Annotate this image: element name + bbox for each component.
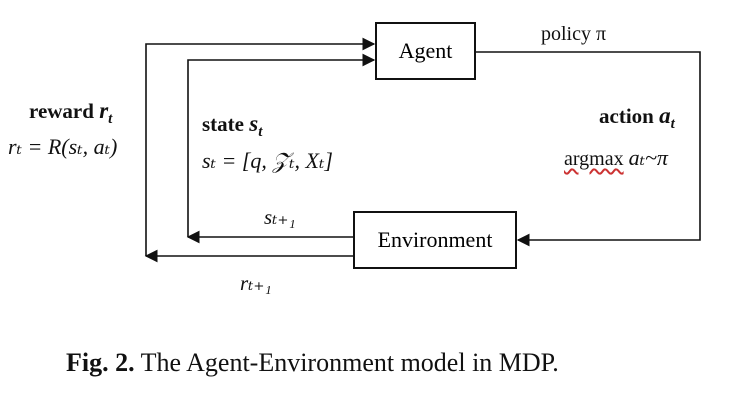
- state-equation: sₜ = [q, 𝒵ₜ, Xₜ]: [202, 148, 333, 173]
- state-heading: state st: [202, 111, 262, 141]
- caption-text: The Agent-Environment model in MDP.: [140, 348, 559, 377]
- state-arrow-loop: [187, 53, 376, 237]
- state-subscript: t: [258, 124, 263, 141]
- figure-caption: Fig. 2. The Agent-Environment model in M…: [66, 348, 559, 378]
- state-title: state: [202, 112, 244, 136]
- reward-heading: reward rt: [29, 98, 112, 128]
- action-symbol: a: [659, 103, 671, 128]
- reward-arrow-loop: [145, 37, 376, 256]
- reward-subscript: t: [108, 111, 113, 128]
- environment-box: Environment: [353, 211, 517, 269]
- action-eq-word: argmax: [564, 148, 624, 170]
- agent-label: Agent: [398, 38, 453, 63]
- state-symbol: s: [249, 111, 259, 136]
- action-equation: argmax aₜ~π: [564, 145, 668, 171]
- action-subscript: t: [670, 116, 675, 133]
- action-title: action: [599, 104, 654, 128]
- action-eq-rest: aₜ~π: [628, 145, 668, 170]
- reward-title: reward: [29, 99, 94, 123]
- reward-equation: rₜ = R(sₜ, aₜ): [8, 134, 118, 159]
- reward-symbol: r: [99, 98, 109, 123]
- next-reward-label: rₜ₊₁: [240, 271, 272, 295]
- next-state-label: sₜ₊₁: [264, 205, 296, 229]
- agent-box: Agent: [375, 22, 476, 80]
- caption-label: Fig. 2.: [66, 348, 135, 377]
- action-heading: action at: [599, 103, 675, 133]
- policy-label: policy π: [541, 23, 607, 45]
- environment-label: Environment: [377, 227, 493, 252]
- action-arrow: [476, 51, 701, 247]
